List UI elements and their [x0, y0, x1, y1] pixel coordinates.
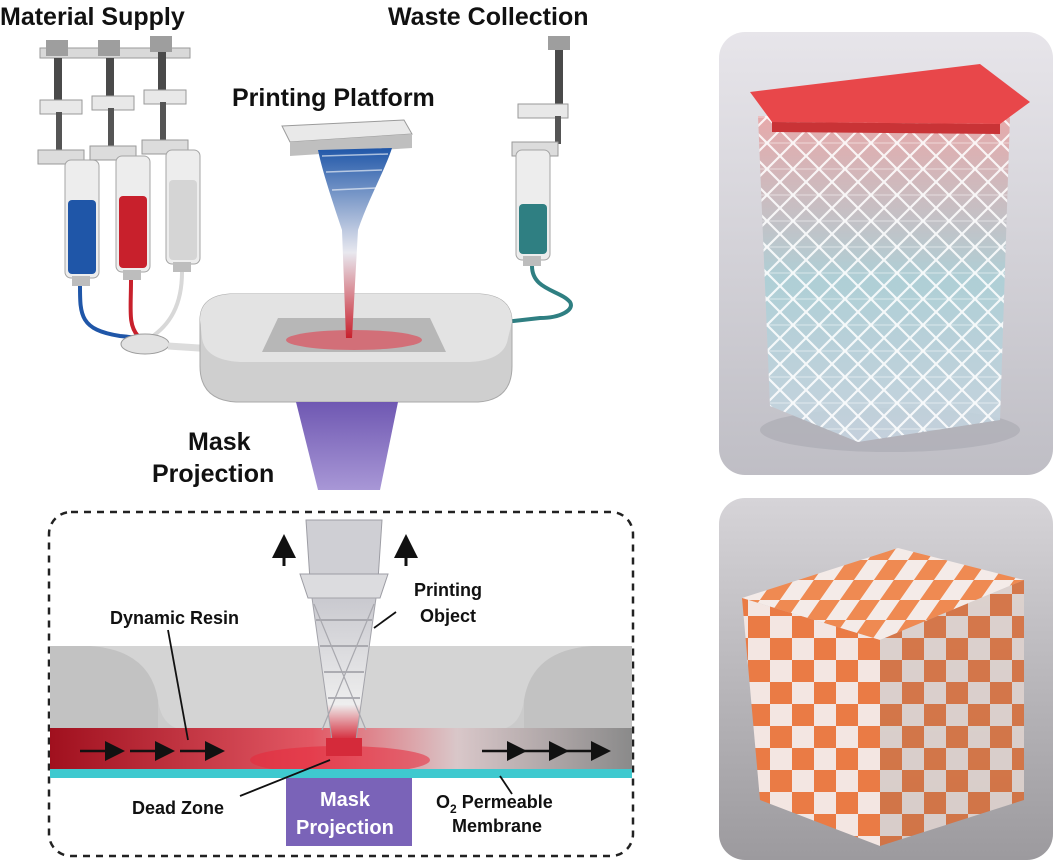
inset-mask-label-line2: Projection [296, 817, 394, 839]
dynamic-resin-label: Dynamic Resin [110, 608, 239, 628]
syringe-blue [37, 58, 100, 286]
white-supply-tube [148, 271, 184, 340]
membrane-leader [499, 775, 513, 795]
inset-mask-label-line1: Mask [320, 789, 371, 811]
syringe-rack [39, 36, 191, 59]
resin-vat [199, 293, 513, 403]
waste-reservoir [519, 204, 547, 254]
blue-resin-reservoir [68, 200, 96, 274]
red-resin-reservoir [119, 196, 147, 268]
blue-supply-tube [78, 285, 141, 340]
projection-beam [296, 402, 398, 490]
printed-tower [318, 148, 392, 338]
inset-projection-box [286, 778, 412, 846]
dynamic-resin-leader [167, 629, 189, 741]
white-resin-reservoir [169, 180, 197, 260]
dead-zone-glow [250, 746, 430, 774]
mask-projection-label-line2: Projection [152, 460, 274, 488]
lattice-top-plate [750, 64, 1030, 124]
photo-gradient-lattice [719, 32, 1053, 475]
printing-object-label-line2: Object [420, 606, 476, 626]
syringe-white [141, 52, 201, 272]
membrane-label: Membrane [452, 816, 542, 836]
waste-tube [504, 265, 573, 324]
dead-zone-label: Dead Zone [132, 798, 224, 818]
printing-object-label-line1: Printing [414, 580, 482, 600]
inset-tower [299, 519, 389, 756]
photo-checker-cube [719, 498, 1053, 860]
top-schematic [37, 36, 573, 490]
printing-object-leader [373, 611, 397, 629]
mask-projection-label-line1: Mask [188, 428, 251, 456]
mixer-junction [120, 333, 170, 355]
printing-platform-label: Printing Platform [232, 84, 435, 112]
material-supply-label: Material Supply [0, 3, 185, 31]
dead-zone-leader [239, 759, 331, 797]
o2-membrane [50, 769, 632, 778]
inset-detail: Mask Projection Dy [47, 510, 635, 858]
syringe-waste [511, 36, 570, 266]
syringe-red [89, 58, 151, 280]
red-supply-tube [128, 279, 140, 338]
o2-permeable-label: O2 Permeable [436, 792, 553, 816]
waste-collection-label: Waste Collection [388, 3, 589, 31]
